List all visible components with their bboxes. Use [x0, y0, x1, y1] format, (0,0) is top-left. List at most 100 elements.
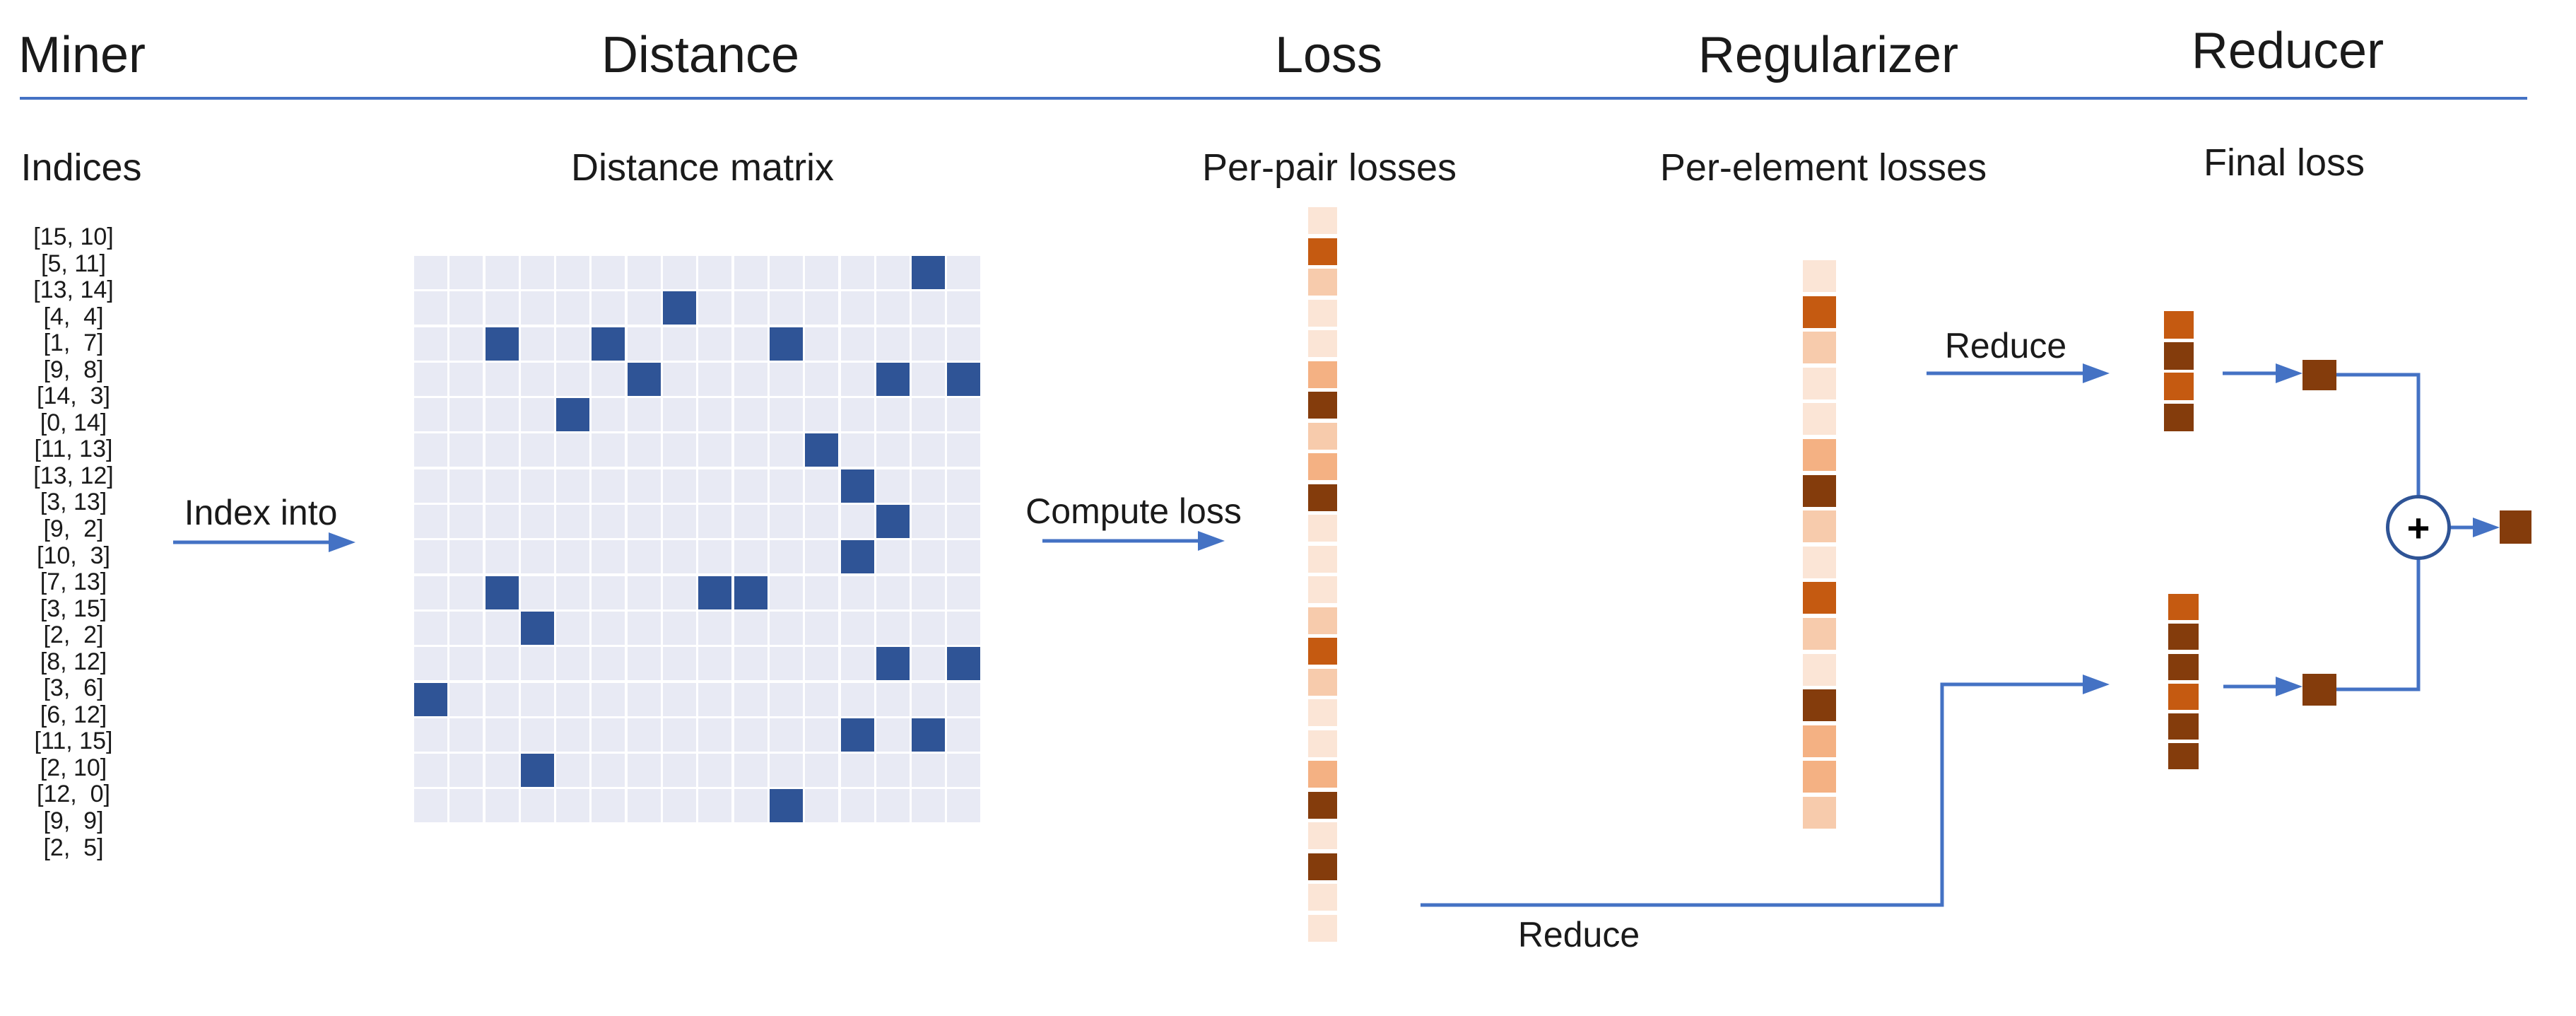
loss-cell-dark: [2168, 624, 2199, 650]
matrix-cell: [556, 433, 590, 467]
matrix-cell: [520, 682, 554, 716]
matrix-cell: [663, 682, 697, 716]
matrix-cell: [592, 362, 625, 396]
matrix-cell: [912, 505, 946, 539]
matrix-cell: [734, 647, 767, 681]
matrix-cell-highlighted: [414, 682, 447, 716]
matrix-cell: [947, 754, 981, 788]
compute-loss-arrow: [1042, 531, 1225, 551]
index-pair: [3, 6]: [43, 675, 104, 702]
loss-cell-dark: [1308, 392, 1337, 419]
loss-cell-dark: [1308, 484, 1337, 511]
matrix-cell: [627, 256, 661, 289]
index-pair: [11, 15]: [34, 728, 113, 755]
matrix-cell: [520, 433, 554, 467]
index-pair: [14, 3]: [37, 383, 110, 410]
matrix-cell: [414, 327, 447, 361]
loss-cell-light: [1308, 207, 1337, 234]
matrix-cell-highlighted: [485, 327, 519, 361]
matrix-cell: [414, 754, 447, 788]
loss-cell-dark_orange: [2164, 311, 2194, 339]
matrix-cell-highlighted: [520, 611, 554, 645]
index-pair: [2, 2]: [43, 621, 104, 649]
matrix-cell: [876, 789, 910, 823]
matrix-cell: [449, 576, 483, 609]
matrix-cell: [592, 398, 625, 432]
matrix-cell-highlighted: [663, 291, 697, 325]
matrix-cell: [876, 718, 910, 752]
index-pair: [2, 5]: [43, 834, 104, 861]
loss-cell-medium: [1308, 761, 1337, 788]
loss-cell-medium: [1803, 438, 1836, 471]
matrix-cell: [556, 611, 590, 645]
reduce-top-arrow: [1927, 363, 2110, 383]
loss-cell-light_medium: [1803, 332, 1836, 364]
matrix-cell: [698, 540, 732, 574]
stack-bottom-to-box-arrow: [2223, 677, 2302, 696]
loss-cell-dark_orange: [2164, 373, 2194, 400]
index-pair: [2, 10]: [40, 754, 107, 781]
index-pair: [7, 13]: [40, 568, 107, 596]
header-reducer: Reducer: [2191, 23, 2384, 79]
matrix-cell: [414, 789, 447, 823]
matrix-cell: [592, 718, 625, 752]
matrix-cell: [449, 505, 483, 539]
matrix-cell: [627, 754, 661, 788]
label-compute-loss: Compute loss: [1025, 491, 1242, 531]
matrix-cell: [734, 291, 767, 325]
reducer-stack-bottom: [2168, 594, 2199, 770]
matrix-cell: [485, 789, 519, 823]
loss-cell-light: [1803, 367, 1836, 399]
matrix-cell: [414, 398, 447, 432]
matrix-cell: [947, 540, 981, 574]
matrix-cell: [663, 718, 697, 752]
header-loss: Loss: [1274, 27, 1383, 83]
matrix-cell: [876, 256, 910, 289]
matrix-cell: [414, 505, 447, 539]
matrix-cell: [947, 611, 981, 645]
matrix-cell: [485, 754, 519, 788]
loss-cell-medium: [1308, 453, 1337, 480]
index-pair: [15, 10]: [33, 223, 114, 250]
index-pair: [13, 12]: [33, 462, 114, 489]
loss-cell-dark: [1803, 689, 1836, 722]
index-pair: [3, 13]: [40, 489, 107, 516]
matrix-cell: [769, 540, 803, 574]
matrix-cell: [698, 256, 732, 289]
matrix-cell: [698, 754, 732, 788]
matrix-cell: [805, 469, 839, 503]
matrix-cell: [414, 540, 447, 574]
index-pair: [4, 4]: [43, 303, 104, 330]
plus-to-final-arrow: [2449, 518, 2500, 537]
matrix-cell: [485, 647, 519, 681]
matrix-cell: [520, 647, 554, 681]
matrix-cell: [556, 362, 590, 396]
matrix-cell: [734, 718, 767, 752]
loss-cell-dark: [2168, 713, 2199, 740]
matrix-cell: [627, 611, 661, 645]
matrix-cell: [876, 682, 910, 716]
matrix-cell: [414, 576, 447, 609]
matrix-cell: [947, 398, 981, 432]
label-reduce-bottom: Reduce: [1517, 915, 1640, 954]
matrix-cell: [485, 469, 519, 503]
matrix-cell: [876, 291, 910, 325]
matrix-cell: [805, 291, 839, 325]
loss-cell-light: [1308, 330, 1337, 357]
matrix-cell: [485, 505, 519, 539]
matrix-cell: [947, 576, 981, 609]
loss-cell-light: [1308, 545, 1337, 573]
matrix-cell-highlighted: [912, 718, 946, 752]
loss-cell-dark_orange: [1308, 238, 1337, 265]
matrix-cell: [698, 398, 732, 432]
matrix-cell: [805, 718, 839, 752]
matrix-cell: [769, 291, 803, 325]
matrix-cell: [663, 469, 697, 503]
loss-cell-light: [1803, 260, 1836, 292]
matrix-cell: [556, 505, 590, 539]
index-pair: [3, 15]: [40, 595, 107, 622]
loss-cell-light_medium: [1803, 796, 1836, 829]
header-distance: Distance: [601, 27, 800, 83]
matrix-cell: [734, 362, 767, 396]
matrix-cell: [805, 682, 839, 716]
